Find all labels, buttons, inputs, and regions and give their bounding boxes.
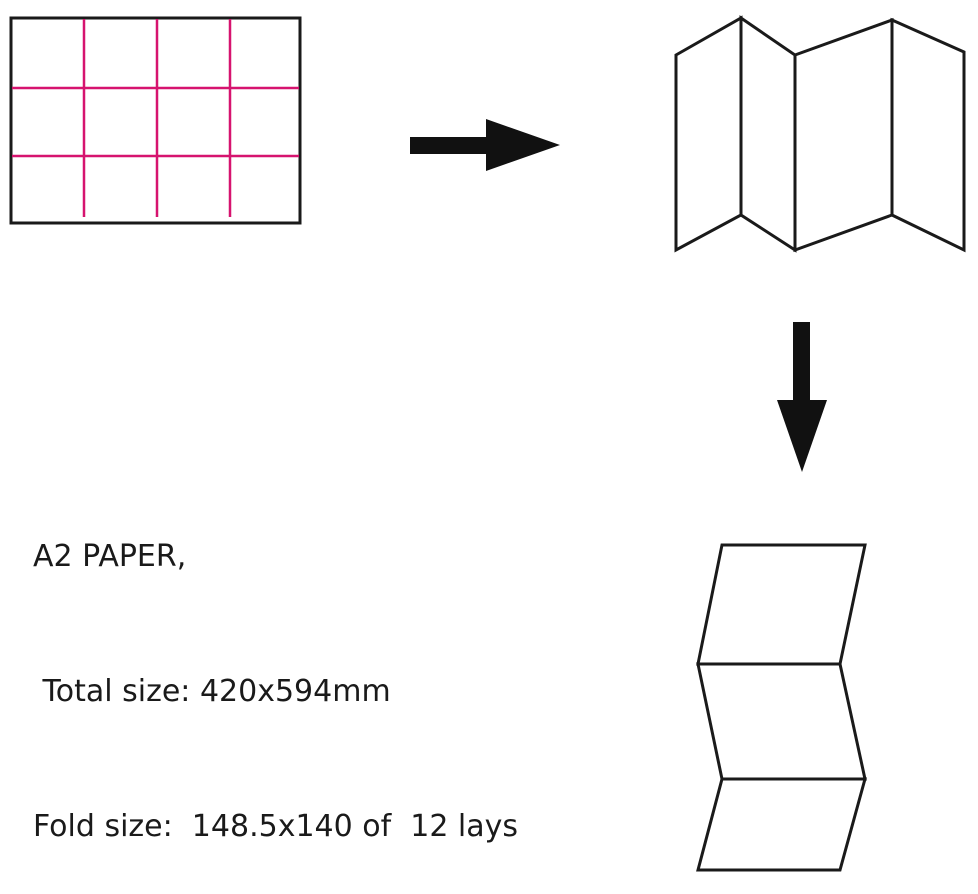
accordion-fold-step1 [674,15,966,253]
right-arrow-icon [410,119,560,171]
down-arrow-icon [777,322,827,472]
total-size-label: Total size: 420x594mm [33,674,391,709]
fold-grid-lines [12,19,299,217]
zigzag-fold-step2 [696,543,867,872]
fold-size-label: Fold size: 148.5x140 of 12 lays [33,809,519,844]
paper-outline [9,16,302,225]
paper-format-label: A2 PAPER, [33,539,187,574]
flat-paper-sheet [9,16,302,225]
paper-specification-text: A2 PAPER, Total size: 420x594mm Fold siz… [33,444,518,894]
